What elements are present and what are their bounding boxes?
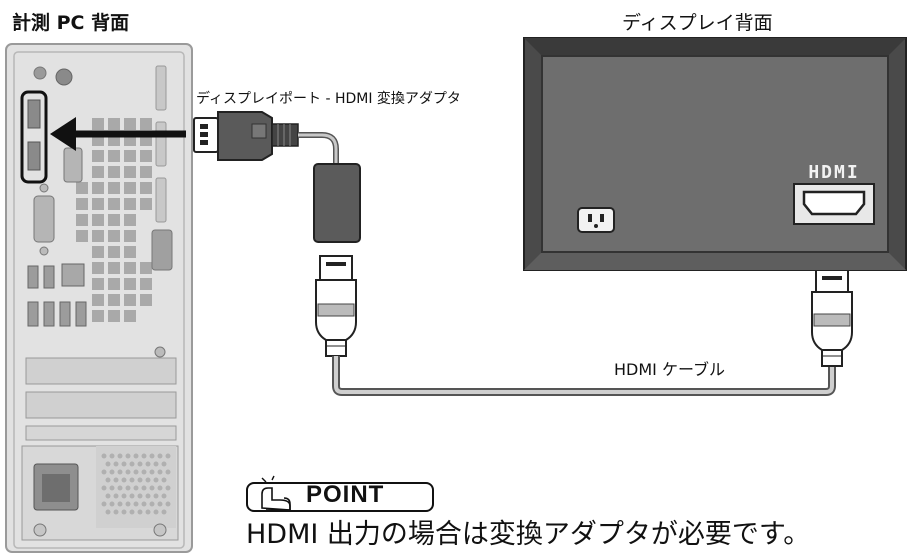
hdmi-plug-icon: [811, 269, 853, 367]
displayport-highlight: [20, 90, 48, 184]
point-badge: [246, 482, 434, 512]
hdmi-port-icon: [793, 183, 875, 225]
adapter-box: [313, 163, 361, 243]
hdmi-cable-label: HDMI ケーブル: [614, 360, 726, 379]
hdmi-plug-icon: [315, 255, 357, 357]
display-rear: [523, 37, 907, 271]
adapter-label: ディスプレイポート - HDMI 変換アダプタ: [196, 91, 461, 107]
hdmi-logo: HDMI: [808, 162, 859, 183]
point-heading: POINT: [306, 481, 385, 508]
pointing-hand-icon: [261, 475, 291, 511]
pc-rear-title: 計測 PC 背面: [12, 12, 130, 34]
displayport-plug-icon: [193, 111, 299, 161]
power-socket-icon: [577, 207, 615, 233]
point-note: HDMI 出力の場合は変換アダプタが必要です。: [246, 519, 811, 550]
arrow-left-icon: [50, 117, 186, 151]
display-rear-title: ディスプレイ背面: [622, 12, 773, 34]
pc-tower: [5, 43, 193, 553]
